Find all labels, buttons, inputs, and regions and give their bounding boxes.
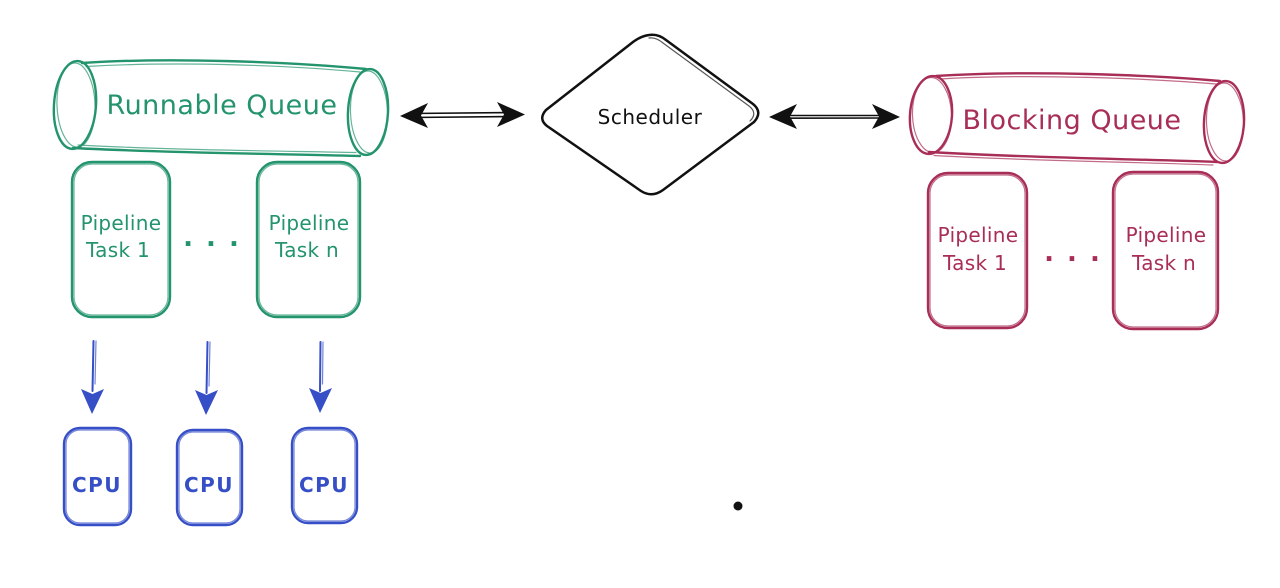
task-label-line1: Pipeline [269,211,350,235]
arrow-shaft [319,341,322,392]
sketch-overdraw [293,429,356,522]
arrow-shaft [91,340,95,392]
scheduler-diamond [541,33,760,196]
runnable-queue-group: Runnable Queue [52,59,390,158]
runnable-queue-label: Runnable Queue [107,90,338,121]
task-label-line2: Task n [274,238,339,262]
sketch-overdraw [73,163,169,316]
blocking-queue-cylinder-right-cap [1202,79,1246,165]
blocking-task-1: Pipeline Task 1 [926,171,1029,330]
task-label-line2: Task n [1131,251,1196,275]
sketch-overdraw [939,76,1217,85]
runnable-queue-cylinder-left-cap [52,59,98,151]
arrowhead-down-icon [309,388,332,413]
arrowhead-right-icon [872,104,900,129]
scheduler-blocking-arrow [769,104,900,129]
stray-dot [733,501,743,511]
blocking-queue-cylinder-left-cap [908,74,954,156]
blocking-queue-cylinder-bottom [927,150,1219,164]
sketch-overdraw [929,174,1026,327]
task-label-line1: Pipeline [81,211,162,235]
task-label-line1: Pipeline [1126,223,1207,247]
task-box [1111,170,1220,331]
cpu-box-2: CPU [175,428,244,527]
task-box [70,160,172,319]
task-label-line2: Task 1 [85,238,150,262]
runnable-scheduler-arrow [400,102,525,128]
sketch-overdraw [56,62,96,148]
blocking-task-n: Pipeline Task n [1111,170,1220,331]
arrow-shaft [409,111,515,115]
runnable-queue-cylinder-bottom [71,146,362,158]
sketch-overdraw [1114,173,1217,328]
runnable-ellipsis: . . . [183,223,241,253]
arrowhead-down-icon [195,390,218,415]
runnable-task-n: Pipeline Task n [255,160,362,319]
cpu-box [290,426,359,525]
runnable-queue-cylinder-top [80,59,368,71]
cpu-label: CPU [72,473,122,497]
sketch-overdraw [933,154,1214,166]
sketch-overdraw [349,70,389,154]
arrow-shaft [205,341,209,394]
runnable-task-1: Pipeline Task 1 [70,160,172,319]
task-box [255,160,362,319]
sketch-overdraw [208,341,211,387]
sketch-overdraw [648,37,755,122]
arrow-shaft [409,115,515,119]
sketch-overdraw [77,144,357,154]
blocking-queue-group: Blocking Queue [908,72,1246,166]
cpu-box-3: CPU [290,426,359,525]
sketch-overdraw [178,431,241,524]
scheduler-group: Scheduler [541,33,760,196]
arrowhead-left-icon [769,104,797,129]
cpu-arrow-1 [81,340,104,414]
arrowhead-right-icon [497,102,525,127]
sketch-overdraw [1205,82,1245,162]
cpu-box [175,428,244,527]
sketch-overdraw [65,429,130,524]
task-label-line1: Pipeline [938,223,1019,247]
sketch-overdraw [94,340,97,385]
scheduler-label: Scheduler [598,105,703,129]
cpu-box [62,426,133,527]
cpu-arrow-3 [309,341,332,413]
task-label-line2: Task 1 [942,251,1007,275]
cpu-box-1: CPU [62,426,133,527]
task-box [926,171,1029,330]
cpu-label: CPU [184,473,234,497]
arrowhead-down-icon [81,389,104,414]
sketch-overdraw [85,63,361,73]
sketch-overdraw [258,163,359,316]
sketch-overdraw [321,341,324,385]
cpu-arrow-2 [195,341,218,415]
sketch-overdraw [911,76,953,154]
blocking-queue-cylinder-top [934,72,1222,83]
arrowhead-left-icon [400,103,428,128]
cpu-label: CPU [299,473,349,497]
blocking-ellipsis: . . . [1044,238,1102,268]
blocking-queue-label: Blocking Queue [962,105,1181,136]
runnable-queue-cylinder-right-cap [346,67,390,157]
